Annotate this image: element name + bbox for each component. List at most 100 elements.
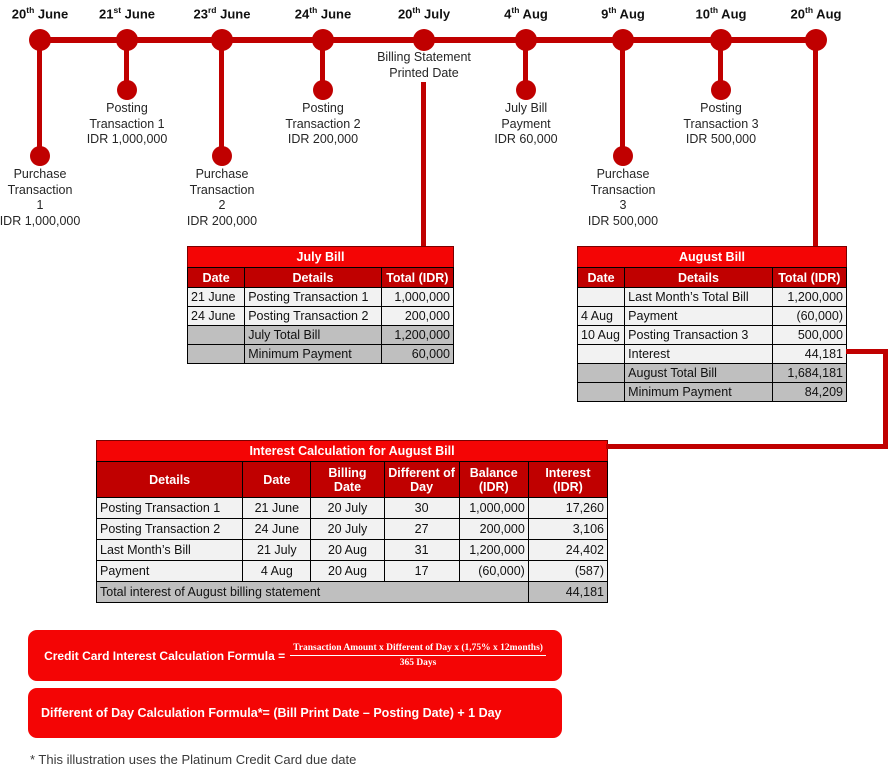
july-column-header: Total (IDR) [380,267,455,288]
july-table-cell: July Total Bill [244,325,382,345]
july-bill-title: July Bill [187,246,454,267]
timeline-date-ordinal-3: th [309,5,318,15]
timeline-date-ordinal-2: rd [208,5,217,15]
day-difference-formula-box: Different of Day Calculation Formula*= (… [28,688,562,738]
july-table-cell: 1,200,000 [380,325,455,345]
interest-table-cell: (587) [527,560,609,582]
timeline-event-dot-3 [313,80,333,100]
timeline-date-4: 20th July [397,5,451,22]
interest-table-cell: 31 [383,539,460,561]
timeline-event-dot-6 [613,146,633,166]
interest-table-cell: 24 June [242,518,312,540]
august-table-cell: (60,000) [771,306,848,326]
connector-interest-vertical [883,349,888,449]
august-table-cell: 4 Aug [576,306,626,326]
timeline-event-dot-1 [117,80,137,100]
interest-table-cell: 20 Aug [310,539,385,561]
interest-formula-label: Credit Card Interest Calculation Formula… [44,648,286,663]
timeline-drop-line-6 [620,40,625,156]
august-table-cell: Last Month’s Total Bill [624,287,773,307]
august-table-cell: Minimum Payment [624,382,773,402]
august-table-cell: Interest [624,344,773,364]
august-table-cell: 44,181 [771,344,848,364]
july-table-cell: 60,000 [380,344,455,364]
interest-column-header: Balance(IDR) [458,461,529,498]
interest-table-cell: 24,402 [527,539,609,561]
interest-table-cell: 17 [383,560,460,582]
footnote: * This illustration uses the Platinum Cr… [30,752,357,767]
july-column-header: Date [186,267,246,288]
interest-column-header: Billing Date [310,461,385,498]
august-column-header: Details [624,267,773,288]
timeline-date-2: 23rd June [193,5,251,22]
connector-interest-horizontal-bottom [606,444,888,449]
interest-table-cell: 21 June [242,497,312,519]
august-table-cell: August Total Bill [624,363,773,383]
timeline-drop-line-5 [523,40,528,90]
connector-interest-horizontal-top [846,349,888,354]
timeline-date-1: 21st June [99,5,155,22]
august-table-cell: 1,684,181 [771,363,848,383]
interest-total-value: 44,181 [527,581,609,603]
interest-table-cell: 4 Aug [242,560,312,582]
interest-table-cell: Last Month’s Bill [95,539,244,561]
august-bill-title: August Bill [577,246,847,267]
july-table-cell [186,325,246,345]
timeline-date-6: 9th Aug [601,5,645,22]
timeline-event-dot-5 [516,80,536,100]
july-table-cell: Posting Transaction 1 [244,287,382,307]
july-table-cell: 200,000 [380,306,455,326]
timeline-date-ordinal-4: th [412,5,421,15]
interest-table-cell: Posting Transaction 2 [95,518,244,540]
interest-column-header: Date [242,461,312,498]
timeline-date-ordinal-0: th [26,5,35,15]
interest-formula-numerator: Transaction Amount x Different of Day x … [290,642,546,656]
interest-formula-box: Credit Card Interest Calculation Formula… [28,630,562,681]
timeline-drop-line-7 [718,40,723,90]
august-table-cell: 10 Aug [576,325,626,345]
timeline-event-dot-2 [212,146,232,166]
interest-table-cell: 20 Aug [310,560,385,582]
july-table-cell: 24 June [186,306,246,326]
july-table-cell: Minimum Payment [244,344,382,364]
august-table-cell [576,382,626,402]
interest-table-cell: Payment [95,560,244,582]
timeline-drop-line-2 [219,40,224,156]
timeline-date-0: 20th June [11,5,69,22]
interest-table-cell: (60,000) [458,560,529,582]
august-table-cell [576,287,626,307]
interest-formula-denominator: 365 Days [399,658,437,668]
timeline-drop-line-8 [813,40,818,246]
interest-total-row: Total interest of August billing stateme… [96,581,609,603]
august-table-cell [576,344,626,364]
interest-table-cell: 30 [383,497,460,519]
timeline-date-ordinal-5: th [511,5,520,15]
august-table-cell: 84,209 [771,382,848,402]
timeline-event-dot-7 [711,80,731,100]
timeline-date-ordinal-1: st [113,5,122,15]
august-table-cell: 1,200,000 [771,287,848,307]
interest-table-cell: 3,106 [527,518,609,540]
july-table-cell [186,344,246,364]
interest-table-cell: 1,000,000 [458,497,529,519]
timeline-date-ordinal-6: th [608,5,617,15]
